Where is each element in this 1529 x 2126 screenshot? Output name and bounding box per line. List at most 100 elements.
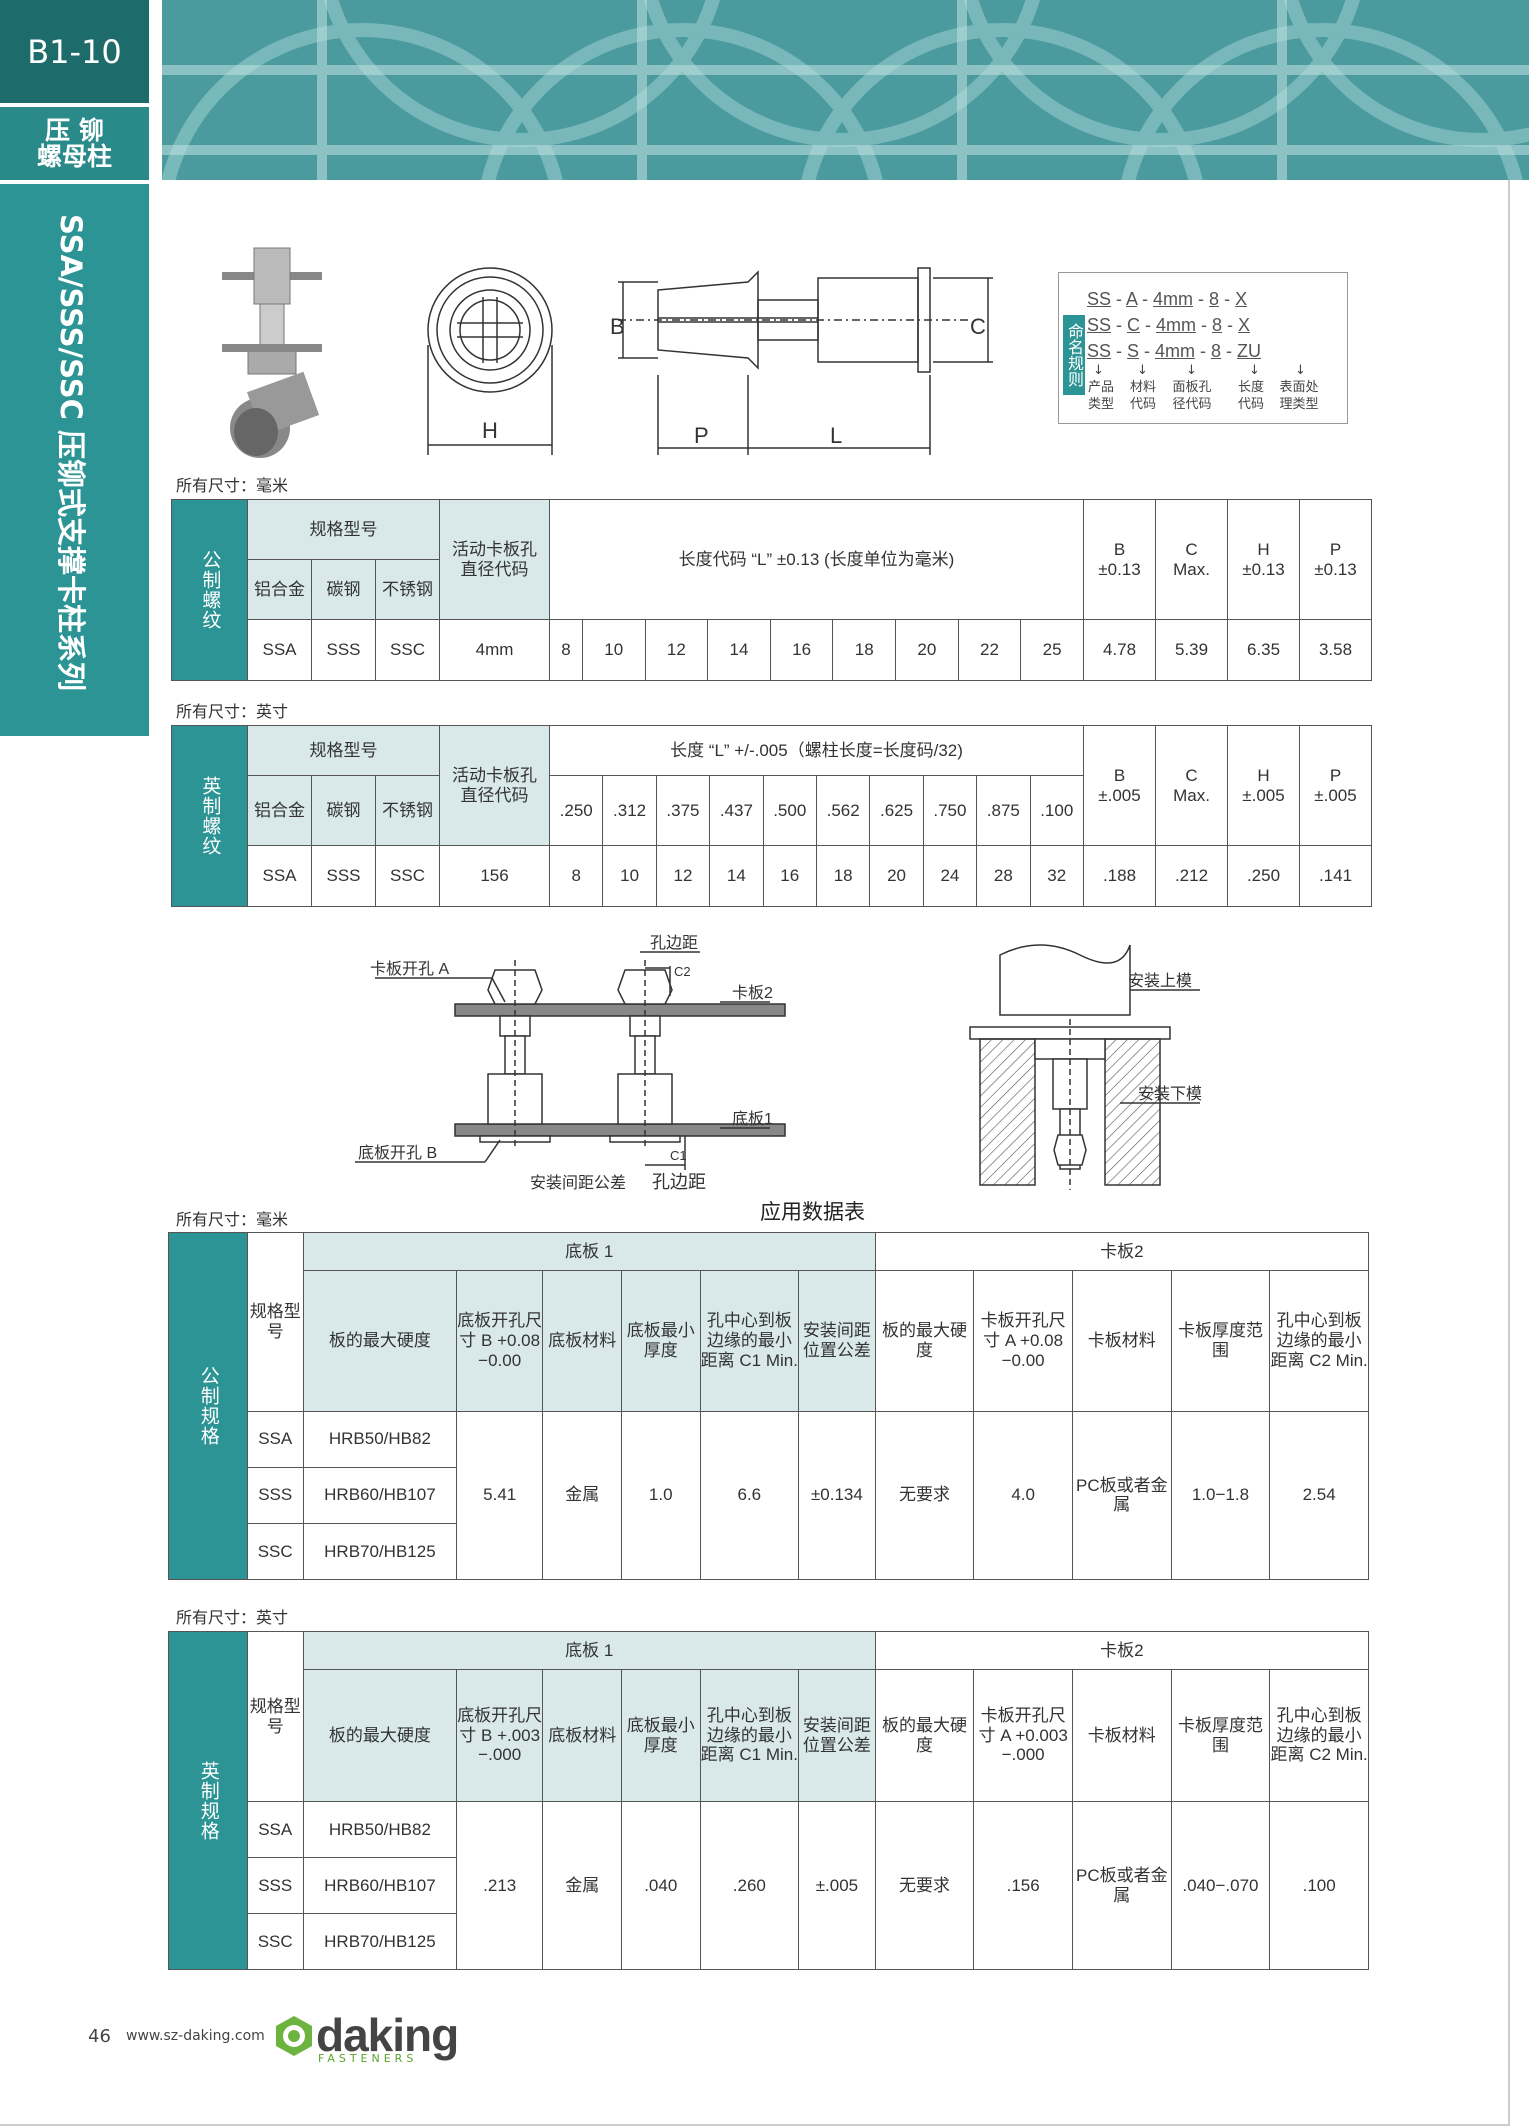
- table4-panel-hole-cell: .156: [973, 1801, 1073, 1970]
- table3-panel-hole-cell: 4.0: [973, 1410, 1073, 1580]
- table3-base-material-cell: 金属: [542, 1410, 622, 1580]
- table2-cell: .188: [1083, 845, 1156, 907]
- table1-header-ss: 不锈钢: [375, 559, 440, 620]
- naming-caption: 表面处理类型: [1279, 380, 1319, 412]
- naming-cell: 8: [1211, 341, 1222, 361]
- table1-cell: 12: [644, 619, 709, 681]
- table4-panel-hardness-cell: 无要求: [874, 1801, 975, 1970]
- metric-application-table: 公制规格 规格型号 底板 1 卡板2 板的最大硬度 底板开孔尺寸 B +0.08…: [168, 1231, 1370, 1581]
- table3-header-base-thickness: 底板最小厚度: [620, 1270, 701, 1412]
- table4-model-cell: SSS: [246, 1857, 304, 1914]
- table3-header-base-hole: 底板开孔尺寸 B +0.08 −0.00: [455, 1270, 544, 1412]
- table4-side-label: 英制规格: [168, 1631, 248, 1970]
- naming-caption: 材料代码: [1129, 380, 1156, 412]
- table2-cell: .141: [1299, 845, 1372, 907]
- table4-header-panel-hole: 卡板开孔尺寸 A +0.003 −.000: [973, 1669, 1073, 1802]
- table3-header-panel-material: 卡板材料: [1071, 1270, 1172, 1412]
- imperial-application-table: 英制规格 规格型号 底板 1 卡板2 板的最大硬度 底板开孔尺寸 B +.003…: [168, 1631, 1370, 1970]
- dim-L-label: L: [830, 423, 842, 448]
- imperial-dimension-table: 英制螺纹 规格型号 活动卡板孔直径代码 长度 “L” +/-.005（螺柱长度=…: [171, 725, 1372, 907]
- table2-header-model: 规格型号: [247, 725, 440, 776]
- section-name-line1: 压 铆: [45, 115, 104, 145]
- panel2-label: 卡板2: [732, 984, 773, 1002]
- table2-cell: 28: [976, 845, 1031, 907]
- table2-length-header: .500: [762, 775, 817, 846]
- table3-header-base-material: 底板材料: [542, 1270, 622, 1412]
- table2-cell: SSC: [375, 845, 440, 907]
- metric-dimension-table: 公制螺纹 规格型号 活动卡板孔直径代码 长度代码 “L” ±0.13 (长度单位…: [171, 499, 1372, 681]
- naming-caption: 面板孔径代码: [1172, 380, 1212, 412]
- application-table-title: 应用数据表: [760, 1200, 865, 1224]
- naming-cell: X: [1235, 289, 1248, 309]
- series-tab: SSA/SSS/SSC 压铆式支撑卡柱系列: [0, 184, 149, 736]
- dim-C-label: C: [970, 314, 986, 339]
- naming-caption: 产品类型: [1087, 380, 1114, 412]
- table2-header-ss: 不锈钢: [375, 775, 440, 846]
- naming-row-1: SS - A - 4mm - 8 - X: [1087, 289, 1248, 309]
- table4-header-panel-material: 卡板材料: [1071, 1669, 1172, 1802]
- arrow-down-icon: ↓: [1186, 363, 1197, 378]
- table1-cell: 4.78: [1083, 619, 1156, 681]
- table4-c2-cell: .100: [1269, 1801, 1369, 1970]
- table3-header-panel-hardness: 板的最大硬度: [874, 1270, 975, 1412]
- table1-cell: SSC: [375, 619, 440, 681]
- table4-panel-thickness-cell: .040−.070: [1170, 1801, 1271, 1970]
- table1-cell: 20: [895, 619, 959, 681]
- table3-base-hole-cell: 5.41: [455, 1410, 544, 1580]
- table4-hardness-cell: HRB50/HB82: [302, 1801, 457, 1858]
- table4-tolerance-cell: ±.005: [798, 1801, 876, 1970]
- table2-header-cs: 碳钢: [311, 775, 376, 846]
- table2-cell: 20: [869, 845, 924, 907]
- naming-cell: 8: [1212, 315, 1223, 335]
- table2-header-al: 铝合金: [247, 775, 312, 846]
- hole-a-label: 卡板开孔 A: [370, 960, 449, 978]
- table4-header-base-material: 底板材料: [542, 1669, 622, 1802]
- daking-logo-icon: [276, 2016, 312, 2056]
- table3-hardness-cell: HRB60/HB107: [302, 1466, 457, 1524]
- table3-header-panel-thickness: 卡板厚度范围: [1170, 1270, 1271, 1412]
- table1-side-label: 公制螺纹: [171, 499, 248, 681]
- table3-model-cell: SSA: [246, 1410, 304, 1468]
- table2-length-header: .875: [976, 775, 1031, 846]
- naming-cell: 4mm: [1156, 315, 1197, 335]
- table2-length-header: .375: [655, 775, 711, 846]
- table4-header-base-hole: 底板开孔尺寸 B +.003 −.000: [455, 1669, 544, 1802]
- table2-header-H: H±.005: [1227, 725, 1300, 846]
- table2-cell: 12: [655, 845, 711, 907]
- naming-caption: 长度代码: [1237, 380, 1264, 412]
- c1-label: C1: [670, 1148, 687, 1163]
- table2-header-length: 长度 “L” +/-.005（螺柱长度=长度码/32): [549, 725, 1084, 776]
- section-name-line2: 螺母柱: [36, 141, 112, 171]
- table2-cell: SSA: [247, 845, 312, 907]
- table1-header-al: 铝合金: [247, 559, 312, 620]
- table4-header-base: 底板 1: [302, 1631, 876, 1670]
- table1-header-cs: 碳钢: [311, 559, 376, 620]
- table4-base-material-cell: 金属: [542, 1801, 622, 1970]
- naming-cell: 4mm: [1153, 289, 1194, 309]
- table4-c1-cell: .260: [699, 1801, 800, 1970]
- section-name: 压 铆 螺母柱: [0, 107, 149, 180]
- dim-H-label: H: [482, 418, 498, 443]
- table2-length-header: .100: [1029, 775, 1085, 846]
- naming-cell: SS: [1087, 289, 1112, 309]
- website-link[interactable]: www.sz-daking.com: [126, 2028, 265, 2044]
- table4-header-panel: 卡板2: [874, 1631, 1370, 1670]
- page-number: 46: [88, 2026, 111, 2047]
- table2-length-header: .437: [709, 775, 764, 846]
- table3-header-panel-hole: 卡板开孔尺寸 A +0.08 −0.00: [973, 1270, 1073, 1412]
- table2-cell: 14: [709, 845, 764, 907]
- hole-b-label: 底板开孔 B: [358, 1144, 437, 1162]
- table2-cell: 8: [548, 845, 604, 907]
- table4-base-hole-cell: .213: [455, 1801, 544, 1970]
- table3-panel-material-cell: PC板或者金属: [1071, 1410, 1172, 1580]
- product-photo: [222, 247, 322, 458]
- dim-P-label: P: [694, 423, 709, 448]
- arrow-down-icon: ↓: [1295, 363, 1306, 378]
- arrow-down-icon: ↓: [1093, 363, 1104, 378]
- table1-cell: SSS: [311, 619, 376, 681]
- section-code-text: B1-10: [27, 32, 122, 71]
- table4-panel-material-cell: PC板或者金属: [1071, 1801, 1172, 1970]
- table3-model-cell: SSC: [246, 1522, 304, 1581]
- naming-row-3: SS - S - 4mm - 8 - ZU: [1087, 341, 1262, 361]
